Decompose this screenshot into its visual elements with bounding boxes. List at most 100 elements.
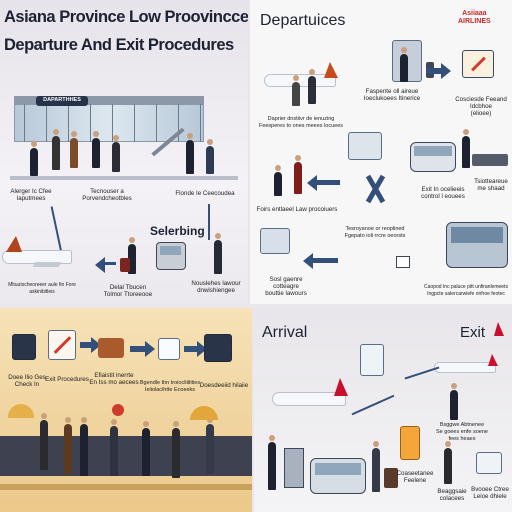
departures-sign: DAPARTHHES <box>36 96 88 106</box>
right-arrow <box>184 341 207 357</box>
traveler-figure <box>308 69 316 104</box>
passport-control-gate <box>284 448 304 488</box>
traveler-figure <box>52 129 60 170</box>
bottom-left-caption: Mltuutscheoreeer aule fin Fore askinibit… <box>8 282 76 295</box>
arrival-panel: Arrival Exit Bsggwe Abtnenee Se goees en… <box>254 308 512 512</box>
waiting-seats-illustration <box>472 154 508 166</box>
kiosk-screen-icon <box>260 228 290 254</box>
label-3: Efiaistit inerrte En Iss mo aecees <box>89 372 139 386</box>
traveler-figure <box>214 233 222 274</box>
label-2: Exit Procedures <box>45 376 89 383</box>
central-cross-icon <box>360 174 390 204</box>
traveler-figure <box>70 131 78 168</box>
departures-flow-panel: Departuices Asiiaaa AIRLINES Faspente ol… <box>250 0 512 304</box>
bottom-center-caption: Delal Tbucen Tolmor Ttoreeooe <box>103 284 153 298</box>
label-4: Bgendle thn troiocliiilities Ieiiolaciht… <box>139 380 201 393</box>
label-exit: Exit In ocelieeis control l eouees <box>421 186 465 200</box>
customs-sign-icon <box>400 426 420 460</box>
umbrella-icon <box>190 406 218 420</box>
departures-sign-text: DAPARTHHES <box>43 97 81 103</box>
traveler-figure <box>274 165 282 196</box>
flow-arrow <box>208 204 210 240</box>
traveler-figure <box>142 421 150 476</box>
traveler-figure <box>294 155 302 194</box>
left-arrow <box>307 175 340 191</box>
arrivals-screen-icon <box>360 344 384 376</box>
traveler-figure <box>400 47 408 82</box>
shuttle-van-illustration <box>410 142 456 172</box>
selerbing-label: Selerbing <box>150 224 205 238</box>
exit-procedures-panel: Doee Ilio Ges Check In Exit Procedures E… <box>0 308 252 512</box>
boarding-gate-icon <box>158 338 180 360</box>
traveler-figure <box>172 421 180 478</box>
luggage-icon <box>384 468 398 488</box>
luggage-icon <box>120 258 130 272</box>
label-mid-left: Foirs entlaeel Law procoiuers <box>256 206 338 213</box>
label-mid: Tesroyanoe or reoplined Fgepato ioli rrc… <box>344 226 406 239</box>
shuttle-van-illustration <box>156 242 186 270</box>
label-bottom-right-a: Beaggsaie colacees <box>437 488 467 502</box>
label-right-top: Cosciesde Feeand Idcbhoe (elioee) <box>455 96 507 117</box>
label-left: Alerger Ic Cfee Iaputmees <box>10 188 52 202</box>
label-far-right: Tsiotteareue me shaad <box>474 178 508 192</box>
traveler-figure <box>462 129 470 168</box>
traveler-figure <box>444 441 452 484</box>
label-mid: Bsggwe Abtnenee Se goees enfe soene fees… <box>436 422 488 442</box>
bottom-right-caption: Nouslehes lawour dnwishiengee <box>191 280 241 294</box>
label-left: Daprier dnstiivr de ienuzing Feesperes t… <box>258 116 344 129</box>
panel-title-left: Arrival <box>262 324 308 341</box>
shuttle-van-illustration <box>310 458 366 494</box>
traveler-figure <box>30 141 38 176</box>
panel-title-line1: Asiana Province Low Proovincce <box>4 8 248 26</box>
check-in-counter-illustration <box>0 436 252 476</box>
airport-bus-illustration <box>446 222 508 268</box>
panel-title-right: Exit <box>460 324 486 341</box>
panel-title-line2: Departure And Exit Procedures <box>4 36 234 54</box>
floor-line <box>10 176 238 180</box>
traveler-figure <box>112 135 120 172</box>
baggage-screen-icon <box>476 452 502 474</box>
airplane-illustration <box>2 236 82 276</box>
airline-brand-logo: Asiiaaa AIRLINES <box>458 10 491 25</box>
departure-procedures-panel: Asiana Province Low Proovincce Departure… <box>0 0 248 304</box>
label-1: Doee Ilio Ges Check In <box>8 374 46 388</box>
no-entry-sign-icon <box>48 330 76 360</box>
airline-tail-logo <box>494 322 504 336</box>
directions-sign-icon <box>204 334 232 362</box>
traveler-figure <box>206 139 214 174</box>
floor-stripe <box>0 484 252 490</box>
traveler-figure <box>292 75 300 106</box>
traveler-figure <box>450 383 458 420</box>
flow-arrow <box>351 394 395 416</box>
traveler-figure <box>186 133 194 174</box>
label-center: Tecnouser a Porvendcheotbles <box>82 188 132 202</box>
traveler-figure <box>206 417 214 474</box>
airplane-illustration <box>272 378 352 412</box>
traveler-figure <box>268 435 276 490</box>
label-bottom-left: Sosl gaenre cotteagre bouttie lawours <box>265 276 307 297</box>
no-entry-sign-icon <box>112 404 124 416</box>
right-arrow <box>426 63 451 79</box>
traveler-with-luggage <box>128 237 136 274</box>
airplane-illustration <box>434 354 504 380</box>
umbrella-icon <box>8 404 34 418</box>
no-baggage-sign <box>462 50 494 78</box>
label-right: Flonde Ie Ceecoudea <box>175 190 235 197</box>
traveler-figure <box>80 417 88 476</box>
left-arrow <box>95 257 116 273</box>
traveler-figure <box>92 131 100 168</box>
label-bottom-right: Caopod Inc paluce pitt unfiranlemeets In… <box>424 284 508 297</box>
label-bottom-right-b: Bvooee Ctree Leioe dhiele <box>471 486 509 500</box>
traveler-figure <box>64 417 72 474</box>
right-arrow <box>130 341 155 357</box>
traveler-figure <box>110 419 118 476</box>
right-arrow <box>80 337 101 353</box>
info-monitor-illustration <box>348 132 382 160</box>
panel-title: Departuices <box>260 12 346 29</box>
traveler-figure <box>372 441 380 492</box>
check-in-icon <box>12 334 36 360</box>
label-top: Faspente oll aireue Ioeclukoees Itineric… <box>363 88 421 102</box>
left-arrow <box>303 253 338 269</box>
suitcase-icon <box>98 338 124 358</box>
label-bottom-mid: Coaseetanee Feelene <box>396 470 434 484</box>
